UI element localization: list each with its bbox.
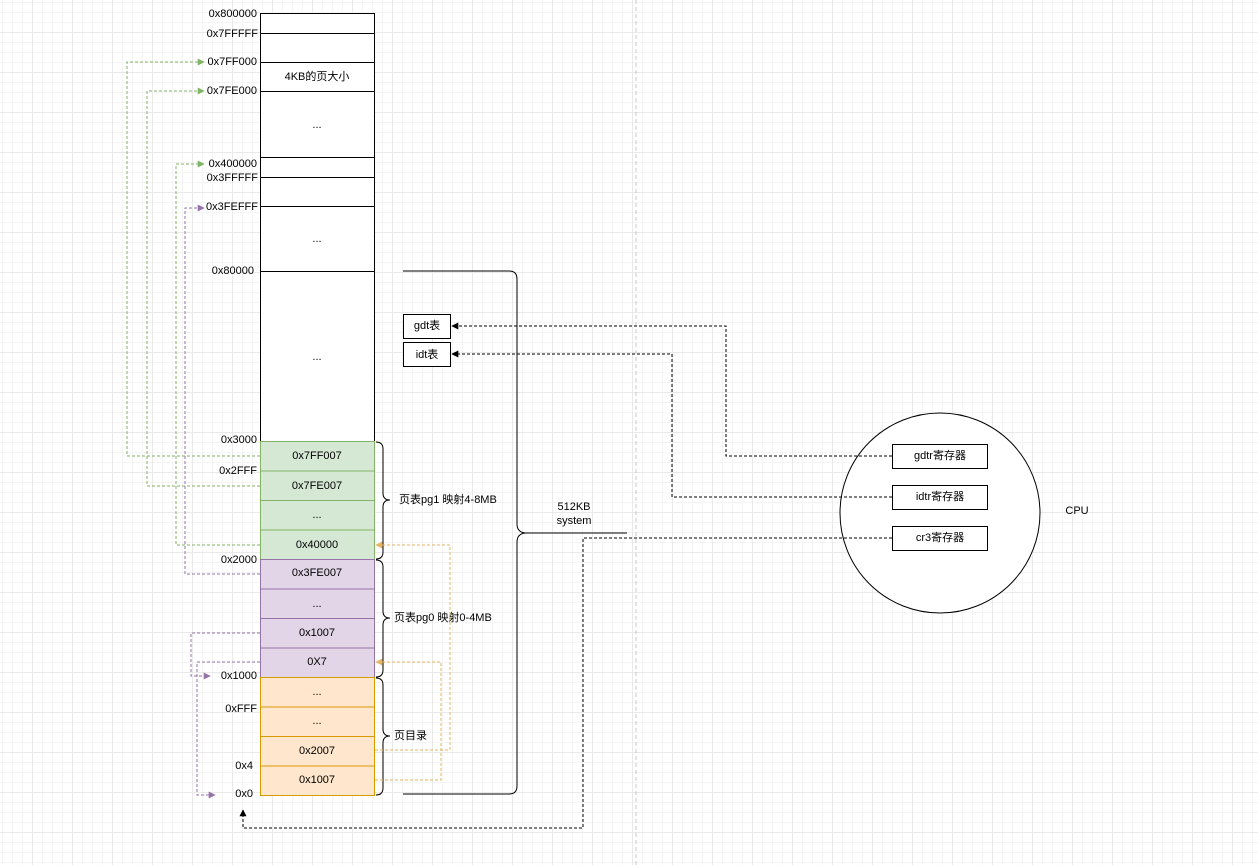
memory-column-upper: 4KB的页大小 ... ... ... (260, 13, 375, 442)
gdtr-arrow (451, 322, 892, 457)
pg0-cell (260, 588, 375, 619)
memory-block (260, 13, 375, 34)
idtr-arrow (451, 350, 892, 498)
pg1-cell-text: 0x7FE007 (292, 480, 342, 492)
ellipsis-label: ... (312, 351, 321, 363)
gdt-table-box (403, 314, 451, 339)
idt-table-box (403, 342, 451, 367)
pg0-cell-text: 0x3FE007 (292, 567, 342, 579)
pg0-cell-text: ... (312, 598, 321, 610)
cr3-register-box (892, 526, 988, 551)
address-label: 0x2000 (221, 554, 257, 566)
memory-block (260, 177, 375, 207)
gdtr-register-label: gdtr寄存器 (914, 448, 966, 462)
pgdir-arrows (375, 541, 451, 781)
ellipsis-label: ... (312, 233, 321, 245)
idtr-register-box (892, 485, 988, 510)
pg1-cell-text: 0x7FF007 (292, 450, 342, 462)
pg0-arrow (196, 661, 260, 799)
gdt-table-label: gdt表 (414, 318, 440, 332)
memory-block (260, 157, 375, 178)
memory-block (260, 91, 375, 158)
pg1-cell (260, 529, 375, 560)
pg1-label: 页表pg1 映射4-8MB (399, 492, 497, 506)
page-directory: ... ... 0x2007 0x1007 (260, 677, 375, 796)
pg0-arrow (190, 632, 260, 680)
address-label: 0x0 (235, 788, 253, 800)
address-label: 0x7FFFFF (207, 28, 259, 40)
pg0-cell-text: 0x1007 (299, 627, 335, 639)
pg0-cell-text: 0X7 (307, 656, 327, 668)
address-label: 0x4 (235, 760, 253, 772)
pgdir-arrow (375, 658, 442, 781)
gdtr-register-box (892, 444, 988, 469)
address-label: 0x3FFFFF (207, 172, 259, 184)
pg1-arrow (126, 58, 260, 457)
cr3-arrow (239, 537, 892, 829)
page-dir-label: 页目录 (394, 729, 427, 742)
page-4kb-label: 4KB的页大小 (285, 69, 350, 83)
address-label: 0x1000 (221, 670, 257, 682)
pg0-cell (260, 618, 375, 649)
address-labels: 0x800000 0x7FFFFF 0x7FF000 0x7FE000 0x40… (206, 8, 258, 800)
pg1-arrows (126, 58, 260, 546)
idt-table-label: idt表 (416, 347, 439, 361)
page-table-pg1: 0x7FF007 0x7FE007 ... 0x40000 (260, 441, 375, 560)
memory-block (260, 33, 375, 63)
address-label: 0x800000 (209, 8, 257, 20)
pg1-cell (260, 470, 375, 501)
address-label: 0x7FE000 (207, 85, 257, 97)
pgdir-cell (260, 765, 375, 796)
pgdir-cell (260, 706, 375, 737)
address-label: 0x2FFF (219, 465, 257, 477)
pgdir-cell-text: 0x1007 (299, 774, 335, 786)
pg0-cell (260, 647, 375, 678)
pg0-bracket (375, 559, 391, 678)
address-label: 0x3000 (221, 434, 257, 446)
pg1-bracket (375, 441, 391, 560)
system-name-label: system (557, 515, 592, 527)
system-size-label: 512KB (557, 501, 590, 513)
cpu-circle (839, 412, 1041, 614)
address-label: 0x3FEFFF (206, 201, 258, 213)
brackets (375, 270, 627, 796)
pg1-cell-text: 0x40000 (296, 539, 338, 551)
idtr-register-label: idtr寄存器 (916, 489, 964, 503)
ellipsis-label: ... (312, 119, 321, 131)
pgdir-cell-text: 0x2007 (299, 745, 335, 757)
pg0-label: 页表pg0 映射0-4MB (394, 610, 492, 624)
register-arrows (239, 322, 892, 829)
pg0-arrow (184, 204, 260, 575)
pgdir-cell-text: ... (312, 686, 321, 698)
address-label: 0xFFF (225, 703, 257, 715)
memory-block (260, 206, 375, 272)
page-table-pg0: 0x3FE007 ... 0x1007 0X7 (260, 559, 375, 678)
cpu-label: CPU (1065, 505, 1088, 517)
page-4kb-block (260, 62, 375, 92)
memory-block (260, 271, 375, 442)
pgdir-cell-text: ... (312, 715, 321, 727)
address-label: 0x7FF000 (207, 56, 257, 68)
pg1-cell-text: ... (312, 509, 321, 521)
pg0-arrows (184, 204, 260, 799)
pgdir-arrow (375, 541, 451, 751)
address-label: 0x400000 (209, 158, 257, 170)
pg1-arrow (175, 160, 260, 546)
address-label: 0x80000 (212, 265, 254, 277)
cr3-register-label: cr3寄存器 (916, 530, 964, 544)
pg1-arrow (146, 87, 260, 487)
pgdir-bracket (375, 677, 391, 796)
